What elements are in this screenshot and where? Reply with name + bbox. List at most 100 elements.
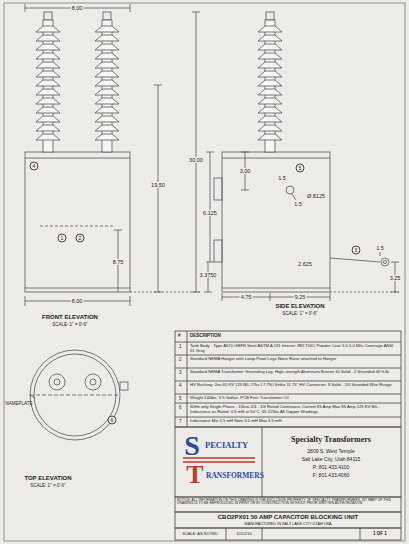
- table-header: #: [178, 333, 181, 338]
- terminal: [266, 12, 274, 20]
- scale-note: SCALE: 1" = 0'-6": [52, 322, 87, 327]
- bushing-shed: [258, 80, 282, 86]
- tank-side: [222, 152, 330, 292]
- bushing-shed: [258, 35, 282, 41]
- callout-number: 1: [58, 234, 67, 243]
- title-block-cell: 1 OF 1: [373, 531, 387, 536]
- scale-note: SCALE: 1" = 0'-6": [30, 483, 65, 488]
- table-cell: Standard NEMA Hanger with Lamp Proof Lug…: [190, 356, 398, 361]
- bushing-shed: [36, 35, 60, 41]
- address: 2809 S. West Temple: [307, 449, 354, 455]
- dimension: 8.75: [112, 259, 125, 265]
- dimension: 1.5: [277, 175, 287, 181]
- bushing-shed: [36, 125, 60, 131]
- bushing-shed: [95, 116, 119, 122]
- bushing-shed: [36, 107, 60, 113]
- logo: S: [184, 430, 200, 462]
- dimension: 8.00: [71, 298, 84, 304]
- callout-number: 3: [352, 246, 361, 255]
- dimension: 19.50: [150, 182, 166, 188]
- bushing-shed: [95, 62, 119, 68]
- bushing-shed: [258, 107, 282, 113]
- table-header: DESCRIPTION: [190, 333, 221, 338]
- title-block-cell: 10/12/14: [236, 532, 252, 537]
- drawing-title: CBO2PX01 50 AMP CAPACITOR BLOCKING UNIT: [218, 514, 358, 521]
- address: Salt Lake City, Utah 84115: [302, 457, 361, 463]
- bushing-shed: [258, 62, 282, 68]
- drawing-subtitle: MANUFACTURED IN SALT LAKE CITY UTAH USA: [244, 522, 331, 526]
- bushing-shed: [258, 116, 282, 122]
- bushing-shed: [36, 44, 60, 50]
- dimension: 3.00: [239, 168, 252, 174]
- hanger: [214, 178, 222, 200]
- callout-number: 4: [30, 162, 39, 171]
- dimension: 3.25: [389, 275, 402, 281]
- dimension: 4.75: [240, 294, 253, 300]
- part-name: NAMEPLATE: [6, 401, 33, 406]
- table-cell: 6: [179, 405, 182, 410]
- dimension: 3.3750: [199, 272, 218, 278]
- bushing-shed: [36, 26, 60, 32]
- bushing-shed: [95, 35, 119, 41]
- bushing-shed: [36, 71, 60, 77]
- table-cell: Inductance Min 2.5 mH Nom 3.0 mH Max 3.5…: [190, 418, 398, 423]
- bushing-shed: [95, 26, 119, 32]
- bushing-shed: [36, 53, 60, 59]
- notice: NOTICE: ALL INFORMATION ON THIS DRAWING …: [177, 499, 399, 507]
- terminal: [44, 12, 52, 20]
- bushing-shed: [95, 71, 119, 77]
- bushing-shed: [95, 134, 119, 140]
- dimension: 6.125: [202, 210, 218, 216]
- table-cell: Standard NEMA Transformer Grounding Lug.…: [190, 369, 398, 374]
- bushing-shed: [95, 89, 119, 95]
- bushing-top: [49, 374, 65, 390]
- table-cell: 60Hz only Single Phase - 15kva 2/4 - 3/4…: [190, 404, 398, 415]
- bushing-shed: [95, 107, 119, 113]
- bushing-shed: [36, 98, 60, 104]
- dimension: 9.25: [294, 294, 307, 300]
- bushing-shed: [36, 89, 60, 95]
- address: P: 801.433.4100: [313, 465, 350, 471]
- logo: T: [186, 460, 203, 490]
- border: [4, 3, 405, 541]
- dimension: 8.00: [71, 5, 84, 11]
- ground-lug: [330, 258, 380, 262]
- bushing-shed: [95, 80, 119, 86]
- hanger: [120, 382, 128, 390]
- callout-number: 5: [296, 164, 305, 173]
- bushing-shed: [258, 53, 282, 59]
- logo: PECIALTY: [205, 441, 248, 451]
- table-cell: 1: [179, 344, 182, 349]
- view-title: SIDE ELEVATION: [275, 303, 324, 310]
- table-cell: Weight 140lbs, 5.5 Gallon, PCB Free Tran…: [190, 395, 398, 400]
- bushing-shed: [36, 116, 60, 122]
- dimension: 30.00: [188, 157, 204, 163]
- table-cell: Tank Body - Type A570 GRFB Steel ASTM A …: [190, 343, 398, 354]
- company-name: Specialty Transformers: [291, 435, 371, 444]
- bushing-shed: [258, 44, 282, 50]
- bushing-shed: [36, 134, 60, 140]
- view-title: TOP ELEVATION: [24, 475, 71, 482]
- dimension: 1.5: [375, 245, 385, 251]
- table-cell: 4: [179, 383, 182, 388]
- hanger: [214, 240, 222, 262]
- bushing-shed: [258, 89, 282, 95]
- dimension: Ø.8125: [306, 193, 326, 199]
- bushing-shed: [258, 26, 282, 32]
- bushing-shed: [258, 71, 282, 77]
- table-cell: 2: [179, 357, 182, 362]
- ground-lug: [381, 258, 389, 266]
- table-cell: HV Bushing: 2ea 60 KV 125 BIL 27kv 17,75…: [190, 382, 398, 387]
- bushing-shed: [258, 134, 282, 140]
- table-cell: 3: [179, 370, 182, 375]
- view-title: FRONT ELEVATION: [42, 314, 98, 321]
- bushing-shed: [95, 125, 119, 131]
- bushing-shed: [95, 53, 119, 59]
- bushing-shed: [95, 44, 119, 50]
- tank-top: [30, 350, 120, 440]
- bushing-shed: [258, 125, 282, 131]
- bushing-shed: [95, 98, 119, 104]
- bushing-shed: [258, 98, 282, 104]
- bushing-shed: [36, 80, 60, 86]
- bushing-shed: [36, 62, 60, 68]
